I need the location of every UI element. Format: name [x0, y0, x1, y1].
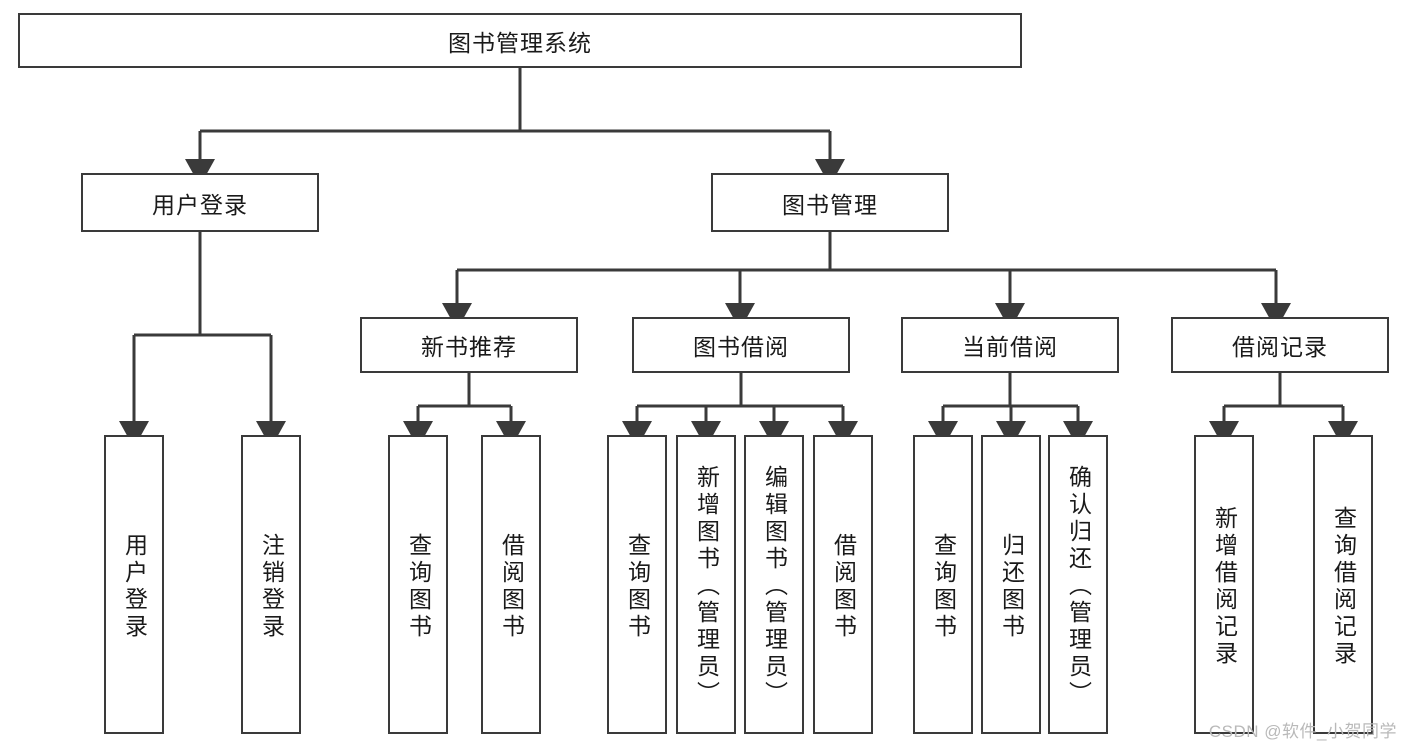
node-label: 借阅图书 — [498, 532, 525, 641]
leaf-user-login[interactable]: 用户登录 — [104, 435, 164, 734]
node-label: 图书管理 — [782, 191, 878, 218]
node-root-library-management-system[interactable]: 图书管理系统 — [18, 13, 1022, 68]
node-label: 借阅记录 — [1232, 334, 1328, 360]
leaf-query-books-borrowing[interactable]: 查询图书 — [607, 435, 667, 734]
leaf-edit-book-admin[interactable]: 编辑图书（管理员） — [744, 435, 804, 734]
leaf-confirm-return-admin[interactable]: 确认归还（管理员） — [1048, 435, 1108, 734]
node-label: 归还图书 — [998, 532, 1025, 641]
node-label: 查询借阅记录 — [1330, 505, 1357, 668]
node-borrowing-records[interactable]: 借阅记录 — [1171, 317, 1389, 373]
leaf-query-borrowing-record[interactable]: 查询借阅记录 — [1313, 435, 1373, 734]
node-label: 图书管理系统 — [448, 29, 592, 56]
node-new-book-recommendation[interactable]: 新书推荐 — [360, 317, 578, 373]
node-label: 图书借阅 — [693, 334, 789, 360]
node-label: 确认归还（管理员） — [1065, 465, 1092, 708]
node-book-borrowing[interactable]: 图书借阅 — [632, 317, 850, 373]
node-user-login[interactable]: 用户登录 — [81, 173, 319, 232]
node-book-management[interactable]: 图书管理 — [711, 173, 949, 232]
leaf-logout[interactable]: 注销登录 — [241, 435, 301, 734]
leaf-borrow-books-recommendation[interactable]: 借阅图书 — [481, 435, 541, 734]
node-label: 查询图书 — [405, 532, 432, 641]
node-label: 用户登录 — [121, 532, 148, 641]
node-label: 用户登录 — [152, 191, 248, 218]
node-label: 新增借阅记录 — [1211, 505, 1238, 668]
node-label: 新增图书（管理员） — [693, 465, 720, 708]
node-current-borrowing[interactable]: 当前借阅 — [901, 317, 1119, 373]
leaf-add-borrowing-record[interactable]: 新增借阅记录 — [1194, 435, 1254, 734]
leaf-query-books-current[interactable]: 查询图书 — [913, 435, 973, 734]
node-label: 编辑图书（管理员） — [761, 465, 788, 708]
node-label: 查询图书 — [624, 532, 651, 641]
node-label: 借阅图书 — [830, 532, 857, 641]
node-label: 查询图书 — [930, 532, 957, 641]
csdn-watermark: CSDN @软件_小贺同学 — [1208, 722, 1397, 741]
leaf-query-books-recommendation[interactable]: 查询图书 — [388, 435, 448, 734]
leaf-return-books[interactable]: 归还图书 — [981, 435, 1041, 734]
leaf-borrow-books-borrowing[interactable]: 借阅图书 — [813, 435, 873, 734]
node-label: 新书推荐 — [421, 334, 517, 360]
leaf-add-book-admin[interactable]: 新增图书（管理员） — [676, 435, 736, 734]
node-label: 注销登录 — [258, 532, 285, 641]
node-label: 当前借阅 — [962, 334, 1058, 360]
